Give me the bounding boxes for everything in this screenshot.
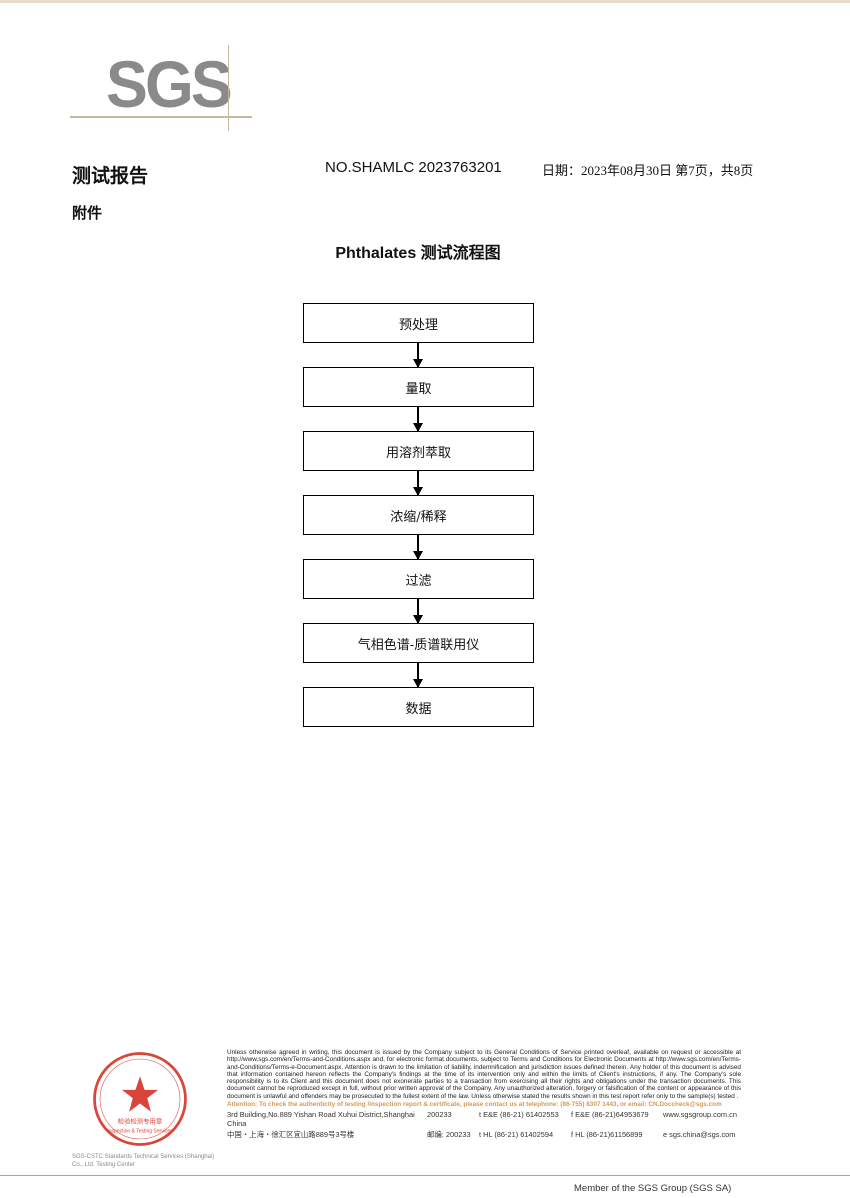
zip-en: 200233: [427, 1110, 452, 1120]
flow-step: 量取: [303, 367, 534, 407]
flowchart-title: Phthalates 测试流程图: [335, 245, 501, 262]
email: e sgs.china@sgs.com: [663, 1130, 736, 1140]
website: www.sgsgroup.com.cn: [663, 1110, 737, 1120]
flow-step: 数据: [303, 687, 534, 727]
flow-step: 气相色谱-质谱联用仪: [303, 623, 534, 663]
flow-step: 预处理: [303, 303, 534, 343]
footer-rule: [0, 1175, 850, 1176]
sgs-logo: SGS: [106, 47, 233, 121]
flow-step: 过滤: [303, 559, 534, 599]
flow-step: 用溶剂萃取: [303, 431, 534, 471]
logo-rule: [228, 45, 229, 131]
arrow-down-icon: [413, 662, 423, 688]
fax-ee: f E&E (86-21)64953679: [571, 1110, 649, 1120]
address-cn: 中国・上海・徐汇区宜山路889号3号楼: [227, 1130, 355, 1140]
arrow-down-icon: [413, 598, 423, 624]
tel-ee: t E&E (86-21) 61402553: [479, 1110, 559, 1120]
address-row-cn: 中国・上海・徐汇区宜山路889号3号楼 邮编: 200233 t HL (86-…: [227, 1130, 741, 1139]
svg-text:Inspection & Testing Services: Inspection & Testing Services: [107, 1129, 173, 1135]
star-icon: [121, 1076, 159, 1112]
flow-step: 浓缩/稀释: [303, 495, 534, 535]
arrow-down-icon: [413, 470, 423, 496]
member-text: Member of the SGS Group (SGS SA): [574, 1183, 732, 1194]
authenticity-notice: Attention: To check the authenticity of …: [227, 1101, 722, 1109]
address-en: 3rd Building,No.889 Yishan Road Xuhui Di…: [227, 1110, 415, 1129]
report-title: 测试报告: [72, 165, 149, 187]
logo-rule: [70, 116, 252, 118]
arrow-down-icon: [413, 406, 423, 432]
arrow-down-icon: [413, 534, 423, 560]
svg-text:检验检测专用章: 检验检测专用章: [118, 1117, 163, 1126]
fax-hl: f HL (86-21)61156899: [571, 1130, 643, 1140]
stamp-caption: SGS-CSTC Standards Technical Services (S…: [72, 1154, 215, 1168]
disclaimer-text: Unless otherwise agreed in writing, this…: [227, 1049, 741, 1100]
annex-label: 附件: [72, 204, 103, 222]
footer-text-block: Unless otherwise agreed in writing, this…: [227, 1049, 741, 1139]
zip-cn: 邮编: 200233: [427, 1130, 471, 1140]
date-page: 日期：2023年08月30日 第7页，共8页: [542, 163, 754, 178]
address-row-en: 3rd Building,No.889 Yishan Road Xuhui Di…: [227, 1110, 741, 1128]
report-number: NO.SHAMLC 2023763201: [325, 159, 502, 176]
arrow-down-icon: [413, 342, 423, 368]
company-seal-stamp: 检验检测专用章 Inspection & Testing Services: [93, 1052, 187, 1146]
tel-hl: t HL (86-21) 61402594: [479, 1130, 554, 1140]
